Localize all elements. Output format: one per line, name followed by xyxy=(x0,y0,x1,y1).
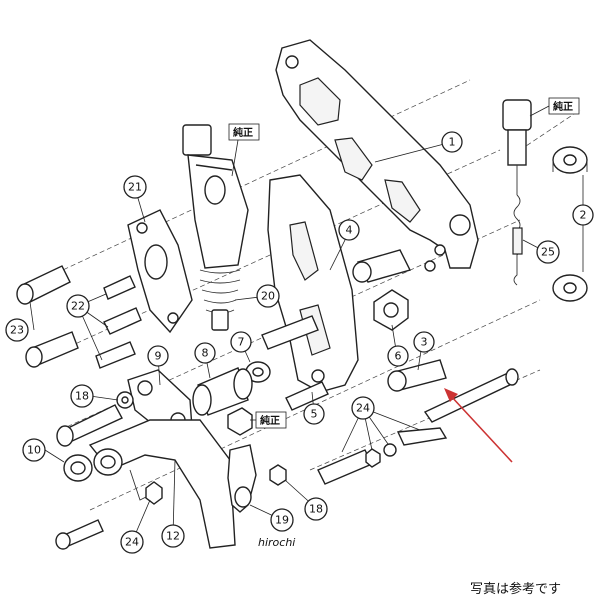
part-12-pedal-lever xyxy=(88,419,236,549)
brand-watermark: hirochi xyxy=(258,536,296,549)
callout-19: 19 xyxy=(270,508,294,532)
reference-photo-note: 写真は参考です xyxy=(470,582,562,597)
part-21-plate xyxy=(127,209,193,334)
callout-22: 22 xyxy=(66,294,90,318)
callout-9: 9 xyxy=(147,345,169,367)
callout-24-b: 24 xyxy=(120,530,144,554)
callout-5: 5 xyxy=(303,403,325,425)
part-7-8-spacers xyxy=(192,361,271,436)
washers-nuts xyxy=(116,391,448,505)
genuine-label-cylinder: 純正 xyxy=(233,126,253,139)
callout-20-label: 20 xyxy=(261,290,275,303)
callout-1-label: 1 xyxy=(449,136,456,149)
callout-18a-label: 18 xyxy=(75,390,89,403)
genuine-labels: 純正 純正 純正 xyxy=(228,97,580,429)
callout-24b-label: 24 xyxy=(125,536,139,549)
callout-12: 12 xyxy=(161,524,185,548)
part-10-nut xyxy=(63,454,93,482)
callout-4: 4 xyxy=(338,219,360,241)
callout-7: 7 xyxy=(230,331,252,353)
callout-23-label: 23 xyxy=(10,324,24,337)
callout-24a-label: 24 xyxy=(356,402,370,415)
master-cylinder xyxy=(182,124,249,331)
callout-1: 1 xyxy=(441,131,463,153)
callout-12-label: 12 xyxy=(166,530,180,543)
callout-19-label: 19 xyxy=(275,514,289,527)
part-2-collars xyxy=(552,146,588,302)
callout-2: 2 xyxy=(572,204,594,226)
highlight-arrow xyxy=(444,388,513,463)
callout-23: 23 xyxy=(5,318,29,342)
bolts xyxy=(16,265,519,550)
callout-7-label: 7 xyxy=(238,336,245,349)
part-4-bracket xyxy=(267,174,359,393)
part-19-rod-end xyxy=(227,444,257,513)
callout-3-label: 3 xyxy=(421,336,428,349)
part-3-6-bushings xyxy=(352,249,447,392)
callout-18-a: 18 xyxy=(70,384,94,408)
callout-4-label: 4 xyxy=(346,224,353,237)
leader-lines xyxy=(29,142,584,543)
callout-20: 20 xyxy=(256,284,280,308)
callout-6: 6 xyxy=(387,345,409,367)
part-1-main-bracket xyxy=(275,39,479,272)
genuine-label-switch: 純正 xyxy=(553,100,573,113)
callout-8: 8 xyxy=(194,342,216,364)
callout-18b-label: 18 xyxy=(309,503,323,516)
callout-10-label: 10 xyxy=(27,444,41,457)
callout-9-label: 9 xyxy=(155,350,162,363)
callout-3: 3 xyxy=(413,331,435,353)
callout-18-b: 18 xyxy=(304,497,328,521)
callout-25-label: 25 xyxy=(541,246,555,259)
callout-21-label: 21 xyxy=(128,181,142,194)
callout-10: 10 xyxy=(22,438,46,462)
callout-24-a: 24 xyxy=(351,396,375,420)
callout-5-label: 5 xyxy=(311,408,318,421)
part-25-spring-switch xyxy=(502,99,532,286)
callout-22-label: 22 xyxy=(71,300,85,313)
callout-25: 25 xyxy=(536,240,560,264)
genuine-label-nut: 純正 xyxy=(260,414,280,427)
callout-8-label: 8 xyxy=(202,347,209,360)
callout-2-label: 2 xyxy=(580,209,587,222)
callout-6-label: 6 xyxy=(395,350,402,363)
callout-21: 21 xyxy=(123,175,147,199)
